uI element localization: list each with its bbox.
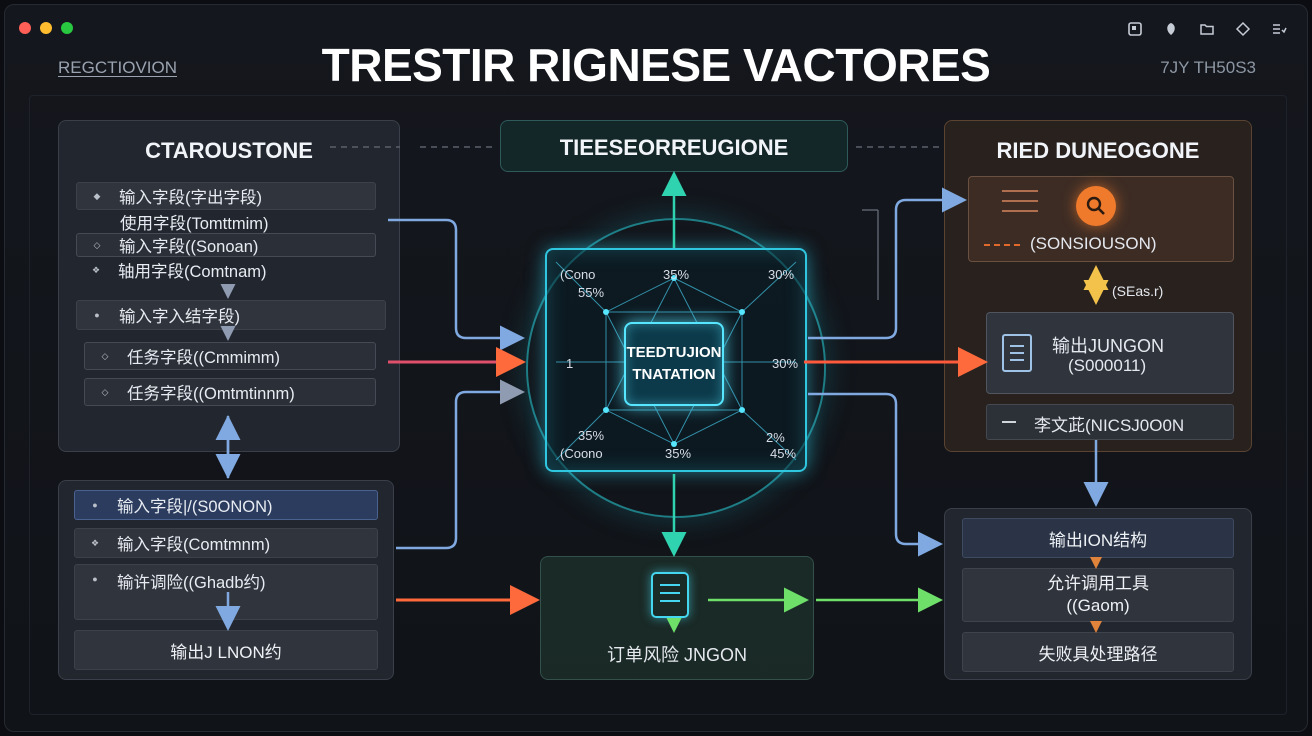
right-row-label: 李文茈(NICSJ0O0N: [1034, 416, 1185, 435]
right-top-panel: RIED DUNEOGONE: [944, 120, 1252, 452]
left-bottom-row-3-label: 输许调险((Ghadb约): [117, 574, 266, 592]
square-icon[interactable]: [1125, 19, 1145, 39]
left-row-3-label: 输入字段((Sonoan): [119, 238, 259, 256]
window-controls: [19, 22, 73, 34]
right-bottom-row-2-line-1: 允许调用工具: [1047, 574, 1149, 593]
list-check-icon[interactable]: [1269, 19, 1289, 39]
right-output-box[interactable]: [986, 312, 1234, 394]
output-line-1: 输出JUNGON: [1052, 336, 1164, 356]
left-bottom-row-1[interactable]: ● 输入字段|/(S0ONON): [74, 490, 378, 520]
left-row-1[interactable]: ◆ 输入字段(字出字段): [76, 182, 376, 210]
dashed-line: [984, 244, 1020, 246]
hub-label-mr: 30%: [772, 356, 799, 371]
toolbar-icons: [1125, 19, 1289, 39]
left-bottom-row-3[interactable]: ● 输许调险((Ghadb约): [74, 564, 378, 620]
right-bottom-row-3[interactable]: 失败具处理路径: [962, 632, 1234, 672]
search-gear-icon[interactable]: [1076, 186, 1116, 226]
left-row-1-label: 输入字段(字出字段): [119, 189, 262, 207]
left-row-6-label: 任务字段((Cmmimm): [127, 349, 281, 367]
left-row-7[interactable]: ◇ 任务字段((Omtmtinnm): [84, 378, 376, 406]
dot-icon: ●: [94, 310, 100, 320]
tag-icon[interactable]: [1233, 19, 1253, 39]
close-window-button[interactable]: [19, 22, 31, 34]
right-bottom-row-2-line-2: ((Gaom): [1066, 596, 1130, 615]
hub-ring: [526, 218, 826, 518]
hub-core[interactable]: TEEDTUJION TNATATION: [624, 322, 724, 406]
left-row-5-label: 输入字入结字段): [119, 308, 240, 326]
hub-label-tl: (Cono: [560, 267, 596, 282]
hub-label-bl: 35%: [578, 428, 605, 443]
output-line-2: (S000011): [1068, 356, 1147, 375]
dot-icon: ●: [92, 500, 98, 510]
right-row-box[interactable]: [986, 404, 1234, 440]
center-bottom-label: 订单风险 JNGON: [606, 645, 747, 665]
left-row-6[interactable]: ◇ 任务字段((Cmmimm): [84, 342, 376, 370]
leaf-icon[interactable]: [1161, 19, 1181, 39]
left-row-7-label: 任务字段((Omtmtinnm): [127, 385, 295, 403]
search-box-label: (SONSIOUSON): [1030, 234, 1157, 253]
chevron-icon: ❖: [91, 264, 101, 275]
document-icon: [651, 572, 689, 618]
left-bottom-row-2[interactable]: ❖ 输入字段(Comtmnm): [74, 528, 378, 558]
dash-icon: [1002, 421, 1016, 423]
diagram-frame: [29, 95, 1287, 715]
right-bottom-row-3-label: 失败具处理路径: [1038, 644, 1158, 664]
left-bottom-row-2-label: 输入字段(Comtmnm): [117, 536, 271, 554]
right-bottom-row-1[interactable]: 输出ION结构: [962, 518, 1234, 558]
hub-label-bl2: (Coono: [560, 446, 603, 461]
hub-label-tl2: 55%: [578, 285, 605, 300]
menu-lines-icon: [1002, 190, 1038, 212]
left-row-3[interactable]: ◇ 输入字段((Sonoan): [76, 233, 376, 257]
left-row-4-label: 轴用字段(Comtnam): [118, 263, 267, 281]
hub-label-br2: 45%: [770, 446, 797, 461]
left-row-2[interactable]: 使用字段(Tomttmim): [76, 208, 376, 236]
arrow-label: (SEas.r): [1112, 283, 1164, 299]
left-bottom-row-4-label: 输出J LNON约: [170, 642, 282, 662]
hub-label-tr: 30%: [768, 267, 795, 282]
right-bottom-row-2[interactable]: 允许调用工具 ((Gaom): [962, 568, 1234, 622]
diamond-icon: ◇: [93, 239, 101, 250]
left-row-5[interactable]: ● 输入字入结字段): [76, 300, 386, 330]
dot-icon: ●: [92, 574, 98, 584]
chevron-icon: ◆: [93, 190, 101, 201]
hub-core-line-2: TNATATION: [632, 366, 716, 383]
diamond-icon: ◇: [101, 350, 109, 361]
chevron-icon: ❖: [90, 537, 100, 548]
hub-label-bc: 35%: [665, 446, 692, 461]
output-document-icon: [1002, 334, 1032, 372]
page-title: TRESTIR RIGNESE VACTORES: [321, 39, 991, 91]
right-bottom-row-1-label: 输出ION结构: [1048, 530, 1148, 550]
maximize-window-button[interactable]: [61, 22, 73, 34]
minimize-window-button[interactable]: [40, 22, 52, 34]
folder-icon[interactable]: [1197, 19, 1217, 39]
header-left-link[interactable]: REGCTIOVION: [58, 58, 178, 77]
left-row-2-label: 使用字段(Tomttmim): [120, 215, 269, 233]
left-bottom-row-4[interactable]: 输出J LNON约: [74, 630, 378, 670]
left-row-4[interactable]: ❖ 轴用字段(Comtnam): [76, 256, 376, 284]
left-top-panel-title: CTAROUSTONE: [145, 138, 313, 163]
center-top-panel-title: TIEESEORREUGIONE: [559, 135, 789, 160]
hub-label-tc: 35%: [663, 267, 690, 282]
header-right-text: 7JY TH50S3: [1160, 58, 1256, 77]
center-top-panel: TIEESEORREUGIONE: [500, 120, 848, 172]
hub-core-line-1: TEEDTUJION: [626, 344, 722, 361]
diamond-icon: ◇: [101, 386, 109, 397]
hub-label-ml: 1: [566, 356, 574, 371]
right-top-panel-title: RIED DUNEOGONE: [996, 138, 1200, 163]
hub-label-br: 2%: [766, 430, 785, 445]
left-bottom-row-1-label: 输入字段|/(S0ONON): [117, 498, 273, 516]
